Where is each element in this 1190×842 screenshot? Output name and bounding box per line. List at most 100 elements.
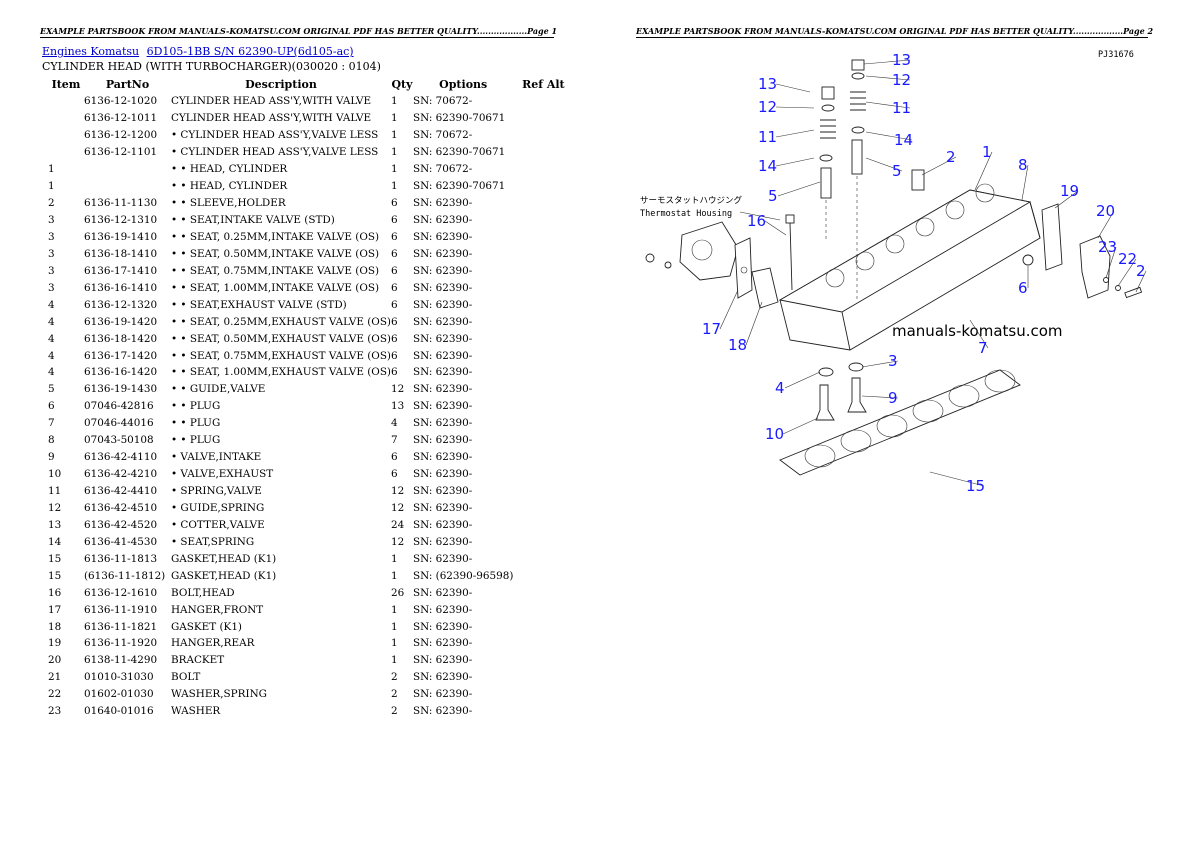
cell-options: SN: 62390- [413, 298, 473, 311]
callout-label: 8 [1018, 156, 1028, 174]
cell-partno: 6136-12-1101 [84, 146, 158, 159]
cell-options: SN: 70672- [413, 129, 473, 142]
cell-description: HANGER,REAR [171, 637, 255, 650]
cell-description: WASHER,SPRING [171, 688, 267, 701]
cell-description: • • SEAT, 0.75MM,EXHAUST VALVE (OS) [171, 349, 391, 362]
cell-qty: 1 [391, 552, 398, 565]
cylinder-head-drawing [778, 183, 1041, 351]
cell-partno: 01640-01016 [84, 705, 154, 718]
cell-partno: 01602-01030 [84, 688, 154, 701]
front-hanger-drawing [734, 237, 779, 309]
callout-leader-line [865, 157, 903, 172]
thermostat-housing-drawing [645, 221, 739, 281]
cell-partno: 6136-12-1320 [84, 298, 158, 311]
parts-table: Item PartNo Description Qty Options Ref … [42, 76, 573, 720]
cell-description: • • GUIDE,VALVE [171, 383, 266, 396]
cell-description: • • HEAD, CYLINDER [171, 180, 288, 193]
cell-description: • SEAT,SPRING [171, 535, 255, 548]
cell-qty: 1 [391, 569, 398, 582]
cell-ref-alt [513, 516, 573, 533]
diagram-code: PJ31676 [1098, 50, 1134, 60]
cell-qty: 6 [391, 332, 398, 345]
cell-qty: 1 [391, 129, 398, 142]
cell-ref-alt [513, 398, 573, 415]
cell-description: • • HEAD, CYLINDER [171, 163, 288, 176]
cell-options: SN: 62390- [413, 468, 473, 481]
breadcrumb-link-engines[interactable]: Engines Komatsu [42, 45, 140, 58]
table-header-row: Item PartNo Description Qty Options Ref … [42, 76, 573, 93]
cell-qty: 1 [391, 620, 398, 633]
cell-item: 4 [48, 332, 55, 345]
cell-partno: 07046-42816 [84, 400, 154, 413]
callout-leader-line [764, 220, 787, 236]
cell-qty: 6 [391, 281, 398, 294]
cell-ref-alt [513, 669, 573, 686]
cell-qty: 2 [391, 671, 398, 684]
cell-item: 12 [48, 501, 62, 514]
cell-ref-alt [513, 127, 573, 144]
cell-partno: 6136-12-1610 [84, 586, 158, 599]
cell-partno: 6138-11-4290 [84, 654, 158, 667]
callout-label: 12 [892, 71, 911, 89]
callout-label: 23 [1098, 238, 1117, 256]
cell-partno: 6136-11-1910 [84, 603, 158, 616]
parts-diagram: PJ31676 サーモスタットハウジング Thermostat Housing [640, 50, 1147, 495]
breadcrumb: Engines Komatsu 6D105-1BB S/N 62390-UP(6… [42, 45, 358, 58]
cell-item: 6 [48, 400, 55, 413]
cell-partno: 6136-18-1420 [84, 332, 158, 345]
cell-ref-alt [513, 381, 573, 398]
cell-qty: 7 [391, 434, 398, 447]
callout-leader-line [782, 417, 819, 435]
table-row: 6136-12-1200• CYLINDER HEAD ASS'Y,VALVE … [42, 127, 573, 144]
cell-description: • • SEAT, 0.25MM,INTAKE VALVE (OS) [171, 230, 380, 243]
cell-options: SN: 62390-70671 [413, 112, 506, 125]
cell-description: BOLT [171, 671, 201, 684]
callout-leader-line [784, 371, 821, 389]
callout-label: 4 [775, 379, 785, 397]
page-header-left: EXAMPLE PARTSBOOK FROM MANUALS-KOMATSU.C… [40, 26, 558, 38]
cell-ref-alt [513, 567, 573, 584]
cell-description: • • SEAT,EXHAUST VALVE (STD) [171, 298, 347, 311]
callout-leader-line [863, 59, 911, 65]
cell-ref-alt [513, 195, 573, 212]
cell-description: • COTTER,VALVE [171, 518, 265, 531]
cell-item: 3 [48, 230, 55, 243]
cell-qty: 12 [391, 485, 405, 498]
cell-qty: 4 [391, 417, 398, 430]
cell-description: • SPRING,VALVE [171, 485, 262, 498]
callout-leader-line [929, 471, 985, 487]
cell-item: 20 [48, 654, 62, 667]
breadcrumb-link-model[interactable]: 6D105-1BB S/N 62390-UP(6d105-ac) [146, 45, 354, 58]
cell-ref-alt [513, 550, 573, 567]
callout-leader-line [777, 181, 821, 197]
cell-description: BOLT,HEAD [171, 586, 235, 599]
valve-train-drawing [815, 59, 925, 421]
cell-options: SN: 62390- [413, 637, 473, 650]
cell-partno: 6136-12-1200 [84, 129, 158, 142]
callout-leader-line [861, 395, 899, 399]
cell-item: 18 [48, 620, 62, 633]
cell-item: 7 [48, 417, 55, 430]
cell-description: • • SEAT, 1.00MM,INTAKE VALVE (OS) [171, 281, 380, 294]
cell-description: • • PLUG [171, 400, 221, 413]
cell-description: CYLINDER HEAD ASS'Y,WITH VALVE [171, 95, 372, 108]
cell-partno: 6136-17-1410 [84, 264, 158, 277]
head-port [855, 251, 875, 271]
cell-partno: 6136-19-1420 [84, 315, 158, 328]
callout-label: 3 [888, 352, 898, 370]
cell-ref-alt [513, 229, 573, 246]
cell-qty: 12 [391, 501, 405, 514]
cell-partno: 6136-12-1011 [84, 112, 158, 125]
cell-description: • • SEAT, 0.25MM,EXHAUST VALVE (OS) [171, 315, 391, 328]
cell-ref-alt [513, 110, 573, 127]
callout-label: 15 [966, 477, 985, 495]
